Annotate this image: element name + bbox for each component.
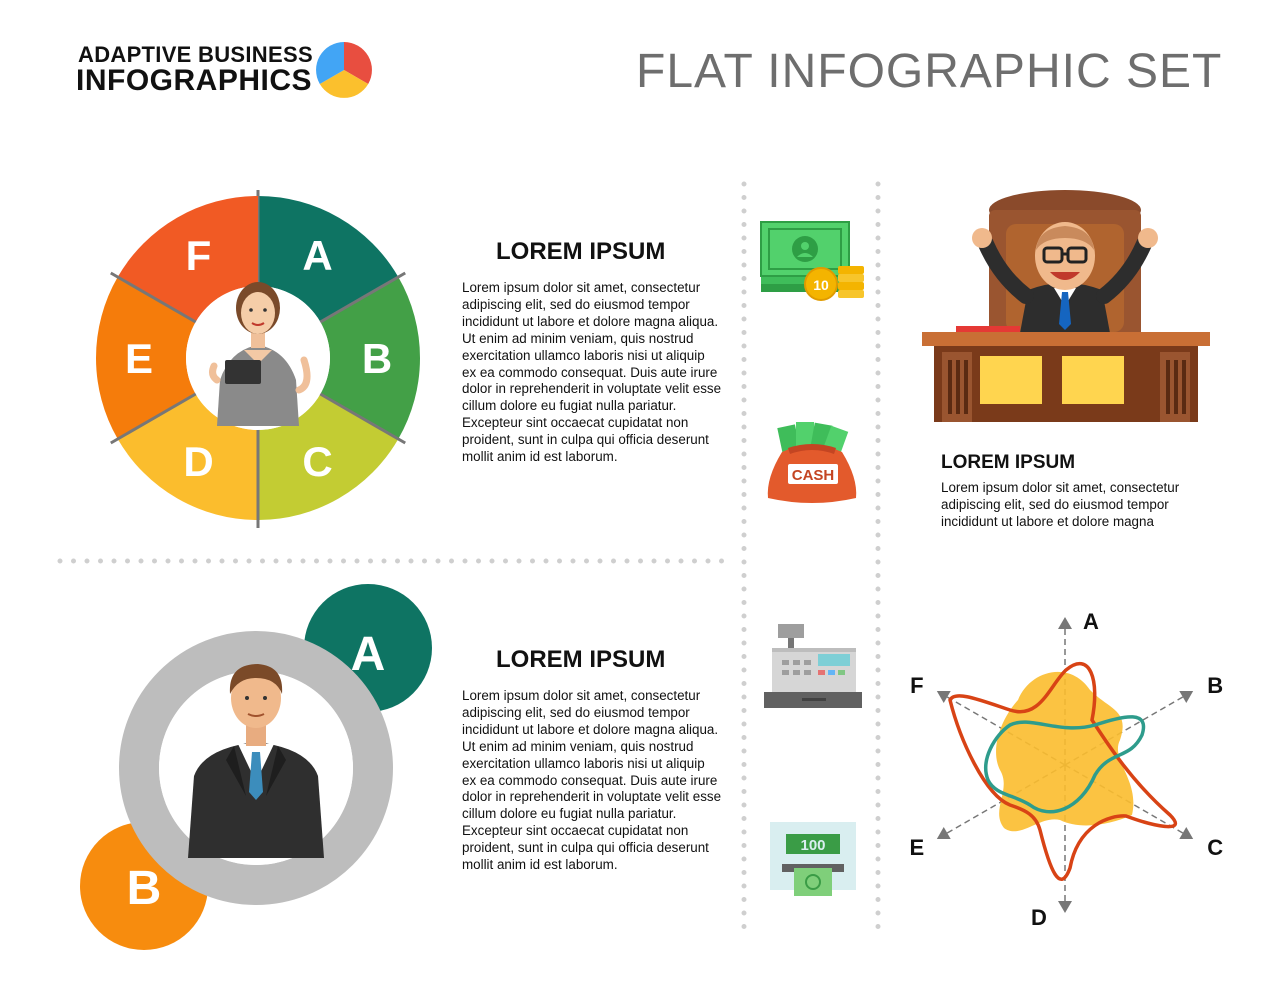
ring-label-e: E [125, 335, 153, 382]
ring-divider [316, 271, 406, 326]
bubbles-diagram: A B [80, 584, 432, 950]
brand-logo-icon [316, 42, 372, 98]
radar-label-f: F [910, 673, 923, 698]
block2-heading: LOREM IPSUM [496, 646, 666, 673]
radar-label-b: B [1207, 673, 1223, 698]
radar-arrow-d [1058, 901, 1072, 913]
page-title: FLAT INFOGRAPHIC SET [636, 45, 1223, 98]
ring-segment-e [95, 277, 196, 439]
ring-divider [110, 271, 200, 326]
block3-body: Lorem ipsum dolor sit amet, consectetur … [941, 480, 1180, 529]
ring-segment-a [258, 196, 399, 322]
atm-cash-icon: 100 [770, 822, 856, 896]
ring-segments [95, 190, 420, 528]
ring-label-b: B [362, 335, 392, 382]
ring-divider [316, 390, 406, 445]
brand-line2: INFOGRAPHICS [76, 64, 313, 97]
cash-label: CASH [792, 467, 835, 484]
ring-divider [110, 390, 200, 445]
ring-label-f: F [186, 232, 212, 279]
radar-label-e: E [909, 835, 924, 860]
segmented-ring-diagram: A B C D E F [95, 190, 420, 528]
radar-diagram: A B C D E F [909, 609, 1223, 930]
bubble-a-label: A [351, 628, 386, 681]
ring-label-a: A [302, 232, 332, 279]
businessman-avatar [188, 664, 324, 858]
bubble-b-label: B [127, 862, 162, 915]
block3-heading: LOREM IPSUM [941, 452, 1076, 473]
radar-arrow-b [1179, 690, 1194, 704]
radar-labels: A B C D E F [909, 609, 1223, 930]
brand-line1: ADAPTIVE BUSINESS [78, 42, 313, 67]
block1-body: Lorem ipsum dolor sit amet, consectetur … [462, 280, 722, 465]
bubble-ring [119, 631, 393, 905]
ring-segment-b [320, 277, 420, 439]
block2-body: Lorem ipsum dolor sit amet, consectetur … [462, 688, 722, 873]
cash-bag-icon: CASH [767, 422, 857, 503]
atm-label: 100 [800, 837, 825, 854]
radar-arrow-f [936, 690, 951, 704]
ring-segment-f [117, 196, 258, 322]
radar-series-teal [984, 715, 1146, 814]
radar-label-c: C [1207, 835, 1223, 860]
radar-label-d: D [1031, 905, 1047, 930]
cash-register-icon [764, 624, 862, 708]
radar-arrow-e [936, 826, 951, 840]
money-stack-icon: 10 [760, 221, 864, 301]
radar-arrow-a [1058, 617, 1072, 629]
block1-heading: LOREM IPSUM [496, 238, 666, 265]
ring-label-d: D [183, 438, 213, 485]
radar-fill-shape [996, 671, 1134, 832]
radar-label-a: A [1083, 609, 1099, 634]
radar-arrow-c [1179, 826, 1194, 840]
boss-at-desk-illustration [922, 190, 1210, 422]
businesswoman-avatar [209, 282, 311, 426]
radar-series-red [948, 662, 1178, 882]
ring-labels: A B C D E F [125, 232, 392, 485]
ring-label-c: C [302, 438, 332, 485]
coin-label: 10 [813, 277, 829, 293]
